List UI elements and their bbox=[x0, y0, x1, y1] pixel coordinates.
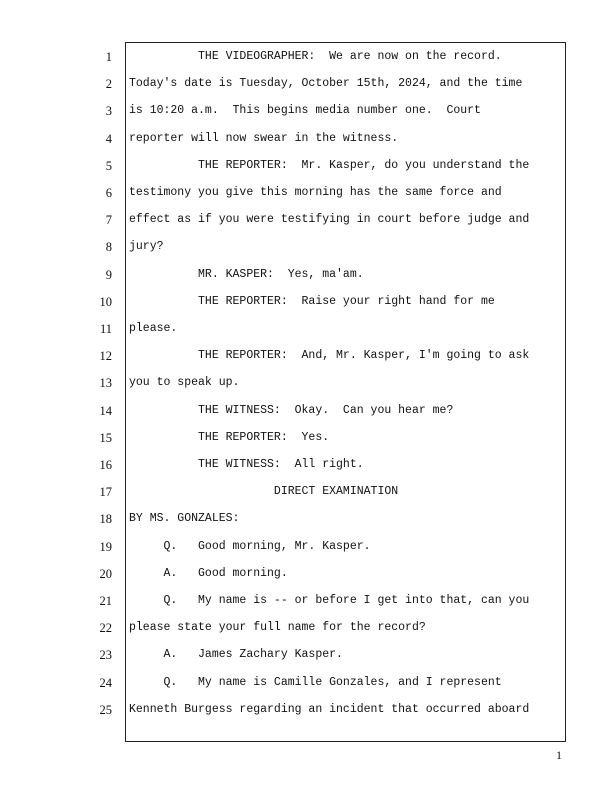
line-text: THE WITNESS: All right. bbox=[129, 458, 364, 471]
line-text: Q. Good morning, Mr. Kasper. bbox=[129, 539, 371, 553]
line-text: BY MS. GONZALES: bbox=[129, 512, 240, 526]
transcript-line: 22 please state your full name for the re… bbox=[0, 620, 612, 647]
transcript-line: 10 THE REPORTER: Raise your right hand f… bbox=[0, 294, 612, 321]
line-number: 12 bbox=[99, 349, 113, 364]
line-number: 6 bbox=[105, 186, 112, 200]
line-text: jury? bbox=[129, 240, 164, 254]
line-text: Q. My name is Camille Gonzales, and I re… bbox=[129, 675, 502, 689]
line-number: 21 bbox=[99, 594, 113, 608]
line-text: THE REPORTER: Yes. bbox=[129, 430, 330, 444]
transcript-line: 4 reporter will now swear in the witness. bbox=[0, 131, 612, 158]
transcript-line: 5 THE REPORTER: Mr. Kasper, do you under… bbox=[0, 158, 612, 185]
line-text: effect as if you were testifying in cour… bbox=[129, 213, 530, 227]
line-text: THE WITNESS: Okay. Can you hear me? bbox=[129, 403, 454, 417]
line-number: 11 bbox=[99, 322, 112, 336]
transcript-line: 23 A. James Zachary Kasper. bbox=[0, 647, 612, 674]
transcript-line: 18 BY MS. GONZALES: bbox=[0, 511, 612, 538]
line-text: testimony you give this morning has the … bbox=[129, 186, 502, 199]
line-number: 18 bbox=[99, 512, 113, 527]
line-number: 13 bbox=[99, 376, 113, 391]
line-number: 8 bbox=[105, 240, 112, 255]
transcript-line: 25 Kenneth Burgess regarding an incident … bbox=[0, 702, 612, 729]
line-text: THE REPORTER: Mr. Kasper, do you underst… bbox=[129, 158, 530, 172]
line-text: A. Good morning. bbox=[129, 566, 288, 580]
line-number: 5 bbox=[105, 158, 112, 173]
line-text: THE REPORTER: And, Mr. Kasper, I'm going… bbox=[129, 349, 530, 363]
transcript-line: 19 Q. Good morning, Mr. Kasper. bbox=[0, 539, 612, 566]
line-text: reporter will now swear in the witness. bbox=[129, 131, 399, 145]
line-text: THE REPORTER: Raise your right hand for … bbox=[129, 294, 495, 308]
transcript-line: 8 jury? bbox=[0, 239, 612, 266]
transcript-line: 17 DIRECT EXAMINATION bbox=[0, 484, 612, 511]
line-number: 15 bbox=[99, 430, 113, 445]
line-text: Kenneth Burgess regarding an incident th… bbox=[129, 702, 530, 716]
line-number: 14 bbox=[99, 403, 113, 418]
line-number: 24 bbox=[99, 675, 113, 690]
transcript-line: 15 THE REPORTER: Yes. bbox=[0, 430, 612, 457]
transcript-line: 11 please. bbox=[0, 321, 612, 348]
transcript-line: 7 effect as if you were testifying in cou… bbox=[0, 212, 612, 239]
page-number: 1 bbox=[556, 748, 562, 762]
line-text: DIRECT EXAMINATION bbox=[129, 485, 399, 499]
line-text: MR. KASPER: Yes, ma'am. bbox=[129, 267, 364, 281]
transcript-line: 9 MR. KASPER: Yes, ma'am. bbox=[0, 267, 612, 294]
transcript-line: 24 Q. My name is Camille Gonzales, and I… bbox=[0, 675, 612, 702]
line-number: 3 bbox=[105, 104, 112, 119]
transcript-line: 16 THE WITNESS: All right. bbox=[0, 457, 612, 484]
line-number: 9 bbox=[105, 267, 112, 282]
line-text: you to speak up. bbox=[129, 376, 240, 390]
transcript-line: 2 Today's date is Tuesday, October 15th, … bbox=[0, 76, 612, 103]
transcript-line: 12 THE REPORTER: And, Mr. Kasper, I'm go… bbox=[0, 348, 612, 375]
line-number: 25 bbox=[99, 702, 113, 717]
line-number: 17 bbox=[99, 485, 113, 500]
line-text: Q. My name is -- or before I get into th… bbox=[129, 594, 530, 607]
line-text: A. James Zachary Kasper. bbox=[129, 648, 343, 662]
line-text: please. bbox=[129, 322, 178, 335]
text-frame bbox=[125, 42, 566, 742]
transcript-line: 3 is 10:20 a.m. This begins media number … bbox=[0, 103, 612, 130]
line-number: 19 bbox=[99, 539, 113, 554]
transcript-line: 14 THE WITNESS: Okay. Can you hear me? bbox=[0, 403, 612, 430]
line-number: 20 bbox=[99, 566, 113, 581]
line-text: please state your full name for the reco… bbox=[129, 621, 426, 635]
line-text: THE VIDEOGRAPHER: We are now on the reco… bbox=[129, 50, 502, 63]
line-number: 7 bbox=[105, 213, 112, 228]
line-number: 10 bbox=[99, 294, 113, 309]
transcript-line: 21 Q. My name is -- or before I get into… bbox=[0, 593, 612, 620]
line-number: 4 bbox=[105, 131, 112, 146]
line-number: 2 bbox=[105, 77, 112, 92]
line-text: Today's date is Tuesday, October 15th, 2… bbox=[129, 77, 523, 91]
line-number: 23 bbox=[99, 648, 113, 663]
line-number: 16 bbox=[99, 458, 113, 472]
transcript-line: 1 THE VIDEOGRAPHER: We are now on the re… bbox=[0, 49, 612, 76]
transcript-line: 20 A. Good morning. bbox=[0, 566, 612, 593]
line-number: 22 bbox=[99, 621, 113, 636]
line-text: is 10:20 a.m. This begins media number o… bbox=[129, 104, 481, 118]
transcript-line: 6 testimony you give this morning has the… bbox=[0, 185, 612, 212]
line-number: 1 bbox=[105, 50, 112, 64]
transcript-line: 13 you to speak up. bbox=[0, 375, 612, 402]
